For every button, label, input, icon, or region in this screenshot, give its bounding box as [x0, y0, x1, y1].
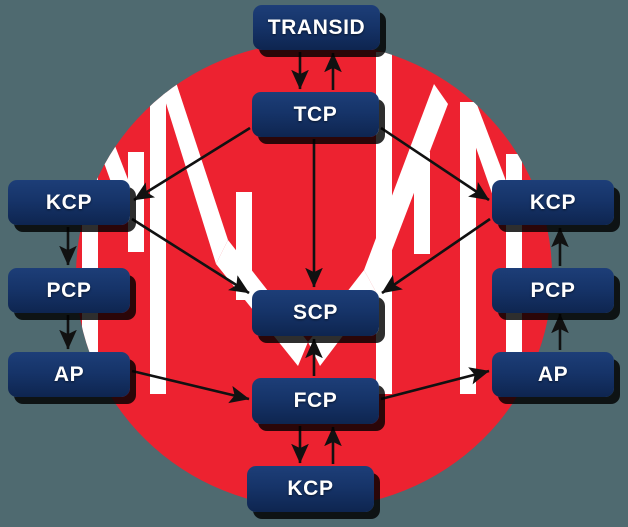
node-label: PCP [530, 278, 576, 302]
node-scp[interactable]: SCP [252, 290, 379, 336]
edge-kcp-right-to-scp [381, 217, 491, 295]
node-pcp-left[interactable]: PCP [8, 268, 130, 313]
edge-fcp-to-ap-right [380, 367, 490, 401]
node-label: TRANSID [267, 15, 366, 39]
edge-kcp-left-to-scp [131, 217, 250, 295]
node-label: AP [537, 362, 569, 386]
node-kcp-right[interactable]: KCP [492, 180, 614, 225]
node-ap-left[interactable]: AP [8, 352, 130, 397]
node-transid[interactable]: TRANSID [253, 5, 380, 50]
node-kcp-bottom[interactable]: KCP [247, 466, 374, 512]
node-pcp-right[interactable]: PCP [492, 268, 614, 313]
node-label: KCP [529, 190, 577, 214]
node-kcp-left[interactable]: KCP [8, 180, 130, 225]
node-label: PCP [46, 278, 92, 302]
node-label: AP [53, 362, 85, 386]
node-label: KCP [287, 477, 334, 500]
edge-tcp-to-kcp-right [380, 126, 490, 202]
node-tcp[interactable]: TCP [252, 92, 379, 137]
edge-ap-left-to-fcp [131, 369, 250, 404]
edge-tcp-to-kcp-left [133, 126, 251, 202]
node-ap-right[interactable]: AP [492, 352, 614, 397]
node-fcp[interactable]: FCP [252, 378, 379, 424]
node-label: SCP [293, 301, 338, 324]
node-label: FCP [293, 389, 338, 412]
node-label: TCP [293, 102, 338, 126]
node-label: KCP [45, 190, 93, 214]
